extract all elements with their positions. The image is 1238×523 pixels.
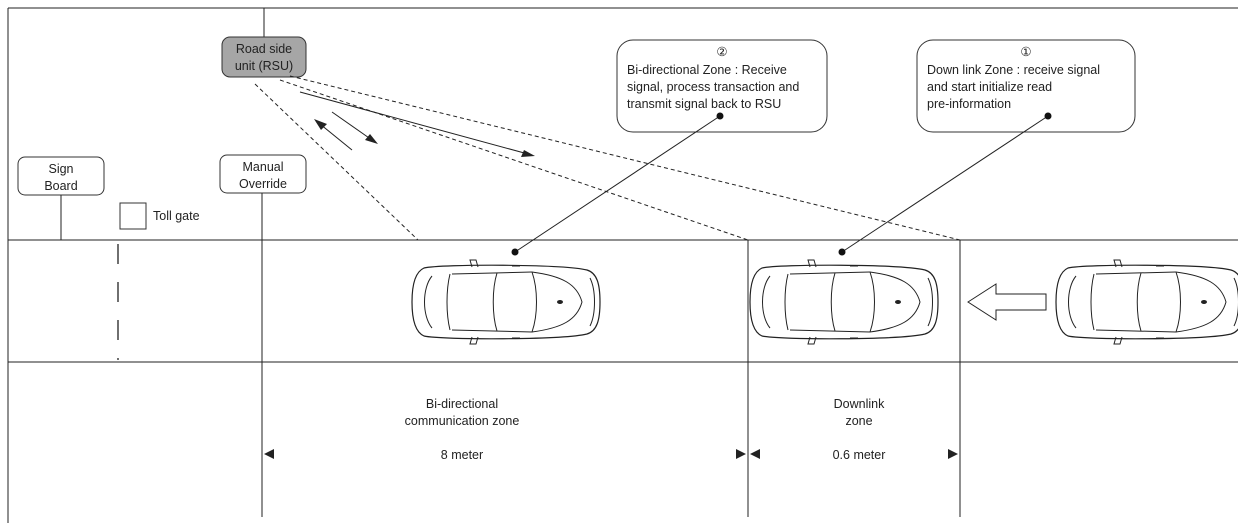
downlink-zone-label-line2: zone <box>845 414 872 428</box>
bidirectional-zone-label-line1: Bi-directional <box>426 397 498 411</box>
manual-override-line2: Override <box>239 177 287 191</box>
callout-number-2: ② <box>716 45 727 59</box>
bidirectional-zone-label-line2: communication zone <box>405 414 520 428</box>
car-top-view-icon <box>1055 259 1238 345</box>
left-arrow-icon <box>967 283 1047 321</box>
leader-bidirectional <box>514 115 721 253</box>
leader-dot <box>1044 112 1052 120</box>
downlink-zone-label-line1: Downlink <box>834 397 885 411</box>
bidirectional-zone-length: 8 meter <box>441 448 483 462</box>
rsu-box: Road side unit (RSU) <box>221 36 307 78</box>
manual-override: Manual Override <box>219 154 307 194</box>
leader-downlink <box>841 115 1049 253</box>
callout-bidirectional-line3: transmit signal back to RSU <box>627 97 781 111</box>
coverage-line-middle <box>279 79 749 241</box>
callout-bidirectional-zone: ② Bi-directional Zone : Receive signal, … <box>616 39 828 133</box>
car-top-view-icon <box>411 259 601 345</box>
callout-downlink-line1: Down link Zone : receive signal <box>927 63 1100 77</box>
manual-override-line1: Manual <box>243 160 284 174</box>
callout-bidirectional-line2: signal, process transaction and <box>627 80 799 94</box>
downlink-zone-length: 0.6 meter <box>833 448 886 462</box>
toll-gate-label: Toll gate <box>153 209 200 223</box>
dimension-arrow-right <box>736 449 746 459</box>
dimension-arrow-left <box>264 449 274 459</box>
callout-bidirectional-line1: Bi-directional Zone : Receive <box>627 63 787 77</box>
callout-downlink-line2: and start initialize read <box>927 80 1052 94</box>
sign-board-line2: Board <box>44 179 77 193</box>
callout-downlink-zone: ① Down link Zone : receive signal and st… <box>916 39 1136 133</box>
coverage-line-inner <box>254 83 419 241</box>
leader-dot <box>838 248 846 256</box>
dimension-arrow-right <box>948 449 958 459</box>
callout-downlink-line3: pre-information <box>927 97 1011 111</box>
car-top-view-icon <box>749 259 939 345</box>
sign-board: Sign Board <box>17 156 105 240</box>
coverage-line-outer <box>289 75 961 241</box>
leader-dot <box>716 112 724 120</box>
sign-board-line1: Sign <box>48 162 73 176</box>
dimension-arrow-left <box>750 449 760 459</box>
rsu-label-line2: unit (RSU) <box>235 59 293 73</box>
rsu-label-line1: Road side <box>236 42 292 56</box>
leader-dot <box>511 248 519 256</box>
callout-number-1: ① <box>1020 45 1031 59</box>
signal-arrows <box>299 91 535 157</box>
toll-gate: Toll gate <box>119 202 200 230</box>
